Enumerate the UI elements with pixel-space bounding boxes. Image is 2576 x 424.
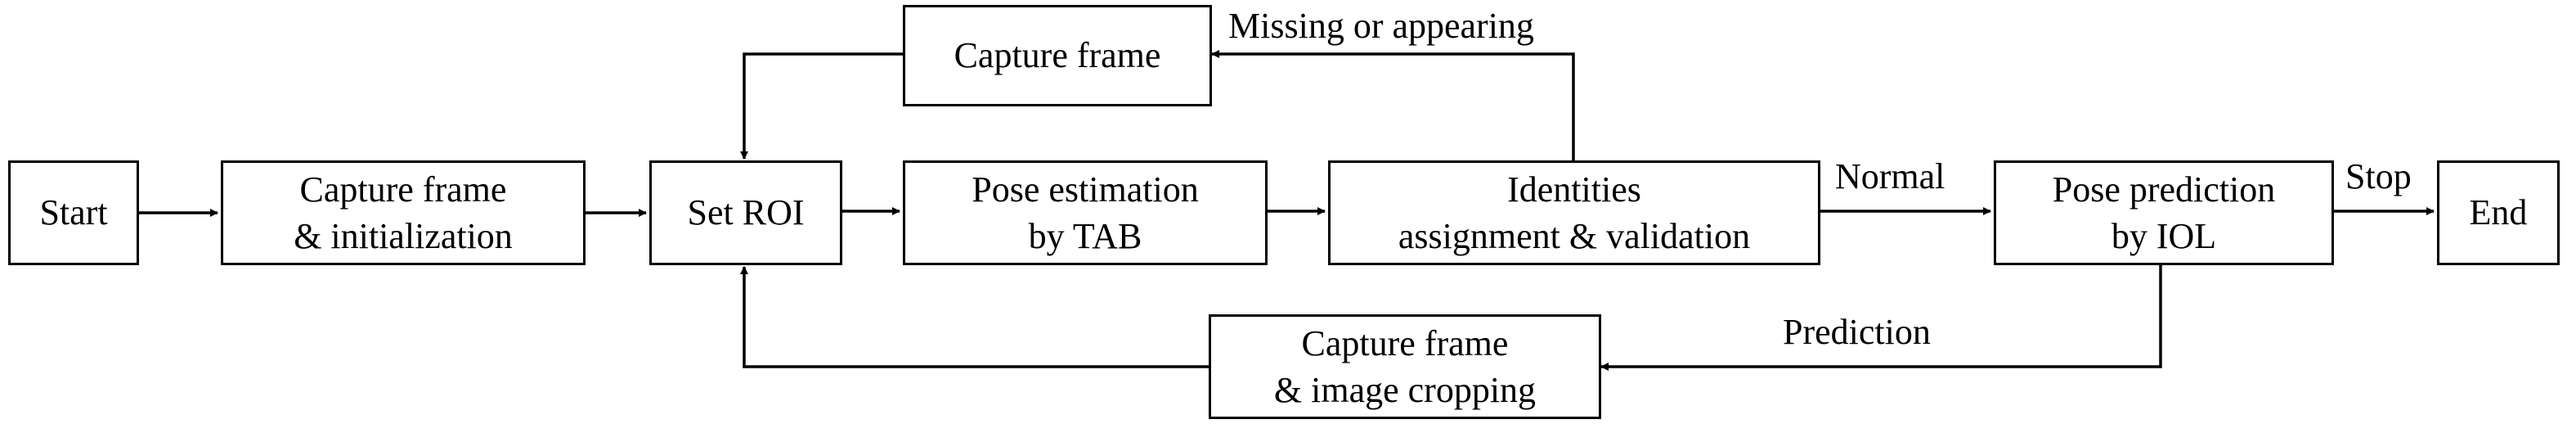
node-set-roi-line-1: Set ROI bbox=[687, 192, 805, 233]
arrow-identities-to-capture-top bbox=[1211, 50, 1575, 160]
arrow-capture-top-to-set-roi bbox=[740, 52, 903, 160]
node-pose-estimation-line-1: Pose estimation bbox=[972, 169, 1199, 210]
arrow-capture-crop-to-set-roi bbox=[740, 266, 1209, 368]
node-capture-crop: Capture frame & image cropping bbox=[1209, 314, 1601, 419]
node-start: Start bbox=[8, 160, 139, 265]
node-set-roi: Set ROI bbox=[649, 160, 842, 265]
node-capture-top: Capture frame bbox=[903, 5, 1212, 106]
node-identities-line-2: assignment & validation bbox=[1398, 216, 1751, 256]
arrow-pose-prediction-to-capture-crop bbox=[1600, 264, 2162, 371]
node-capture-init-line-2: & initialization bbox=[294, 216, 513, 256]
edge-label-missing: Missing or appearing bbox=[1228, 6, 1534, 46]
edge-label-stop: Stop bbox=[2345, 156, 2412, 196]
node-pose-estimation: Pose estimation by TAB bbox=[903, 160, 1268, 265]
edge-label-normal: Normal bbox=[1835, 156, 1945, 196]
node-pose-estimation-line-2: by TAB bbox=[1028, 216, 1142, 256]
node-end-line-1: End bbox=[2469, 192, 2528, 233]
node-identities: Identities assignment & validation bbox=[1328, 160, 1820, 265]
node-identities-line-1: Identities bbox=[1507, 169, 1641, 210]
node-start-line-1: Start bbox=[39, 192, 108, 233]
node-pose-prediction-line-2: by IOL bbox=[2111, 216, 2217, 256]
node-capture-top-line-1: Capture frame bbox=[954, 35, 1161, 76]
node-capture-init-line-1: Capture frame bbox=[299, 169, 507, 210]
node-pose-prediction: Pose prediction by IOL bbox=[1994, 160, 2334, 265]
node-capture-init: Capture frame & initialization bbox=[221, 160, 586, 265]
node-end: End bbox=[2437, 160, 2560, 265]
node-capture-crop-line-1: Capture frame bbox=[1301, 323, 1509, 363]
edge-label-prediction: Prediction bbox=[1783, 312, 1931, 352]
node-pose-prediction-line-1: Pose prediction bbox=[2052, 169, 2276, 210]
node-capture-crop-line-2: & image cropping bbox=[1273, 370, 1537, 410]
